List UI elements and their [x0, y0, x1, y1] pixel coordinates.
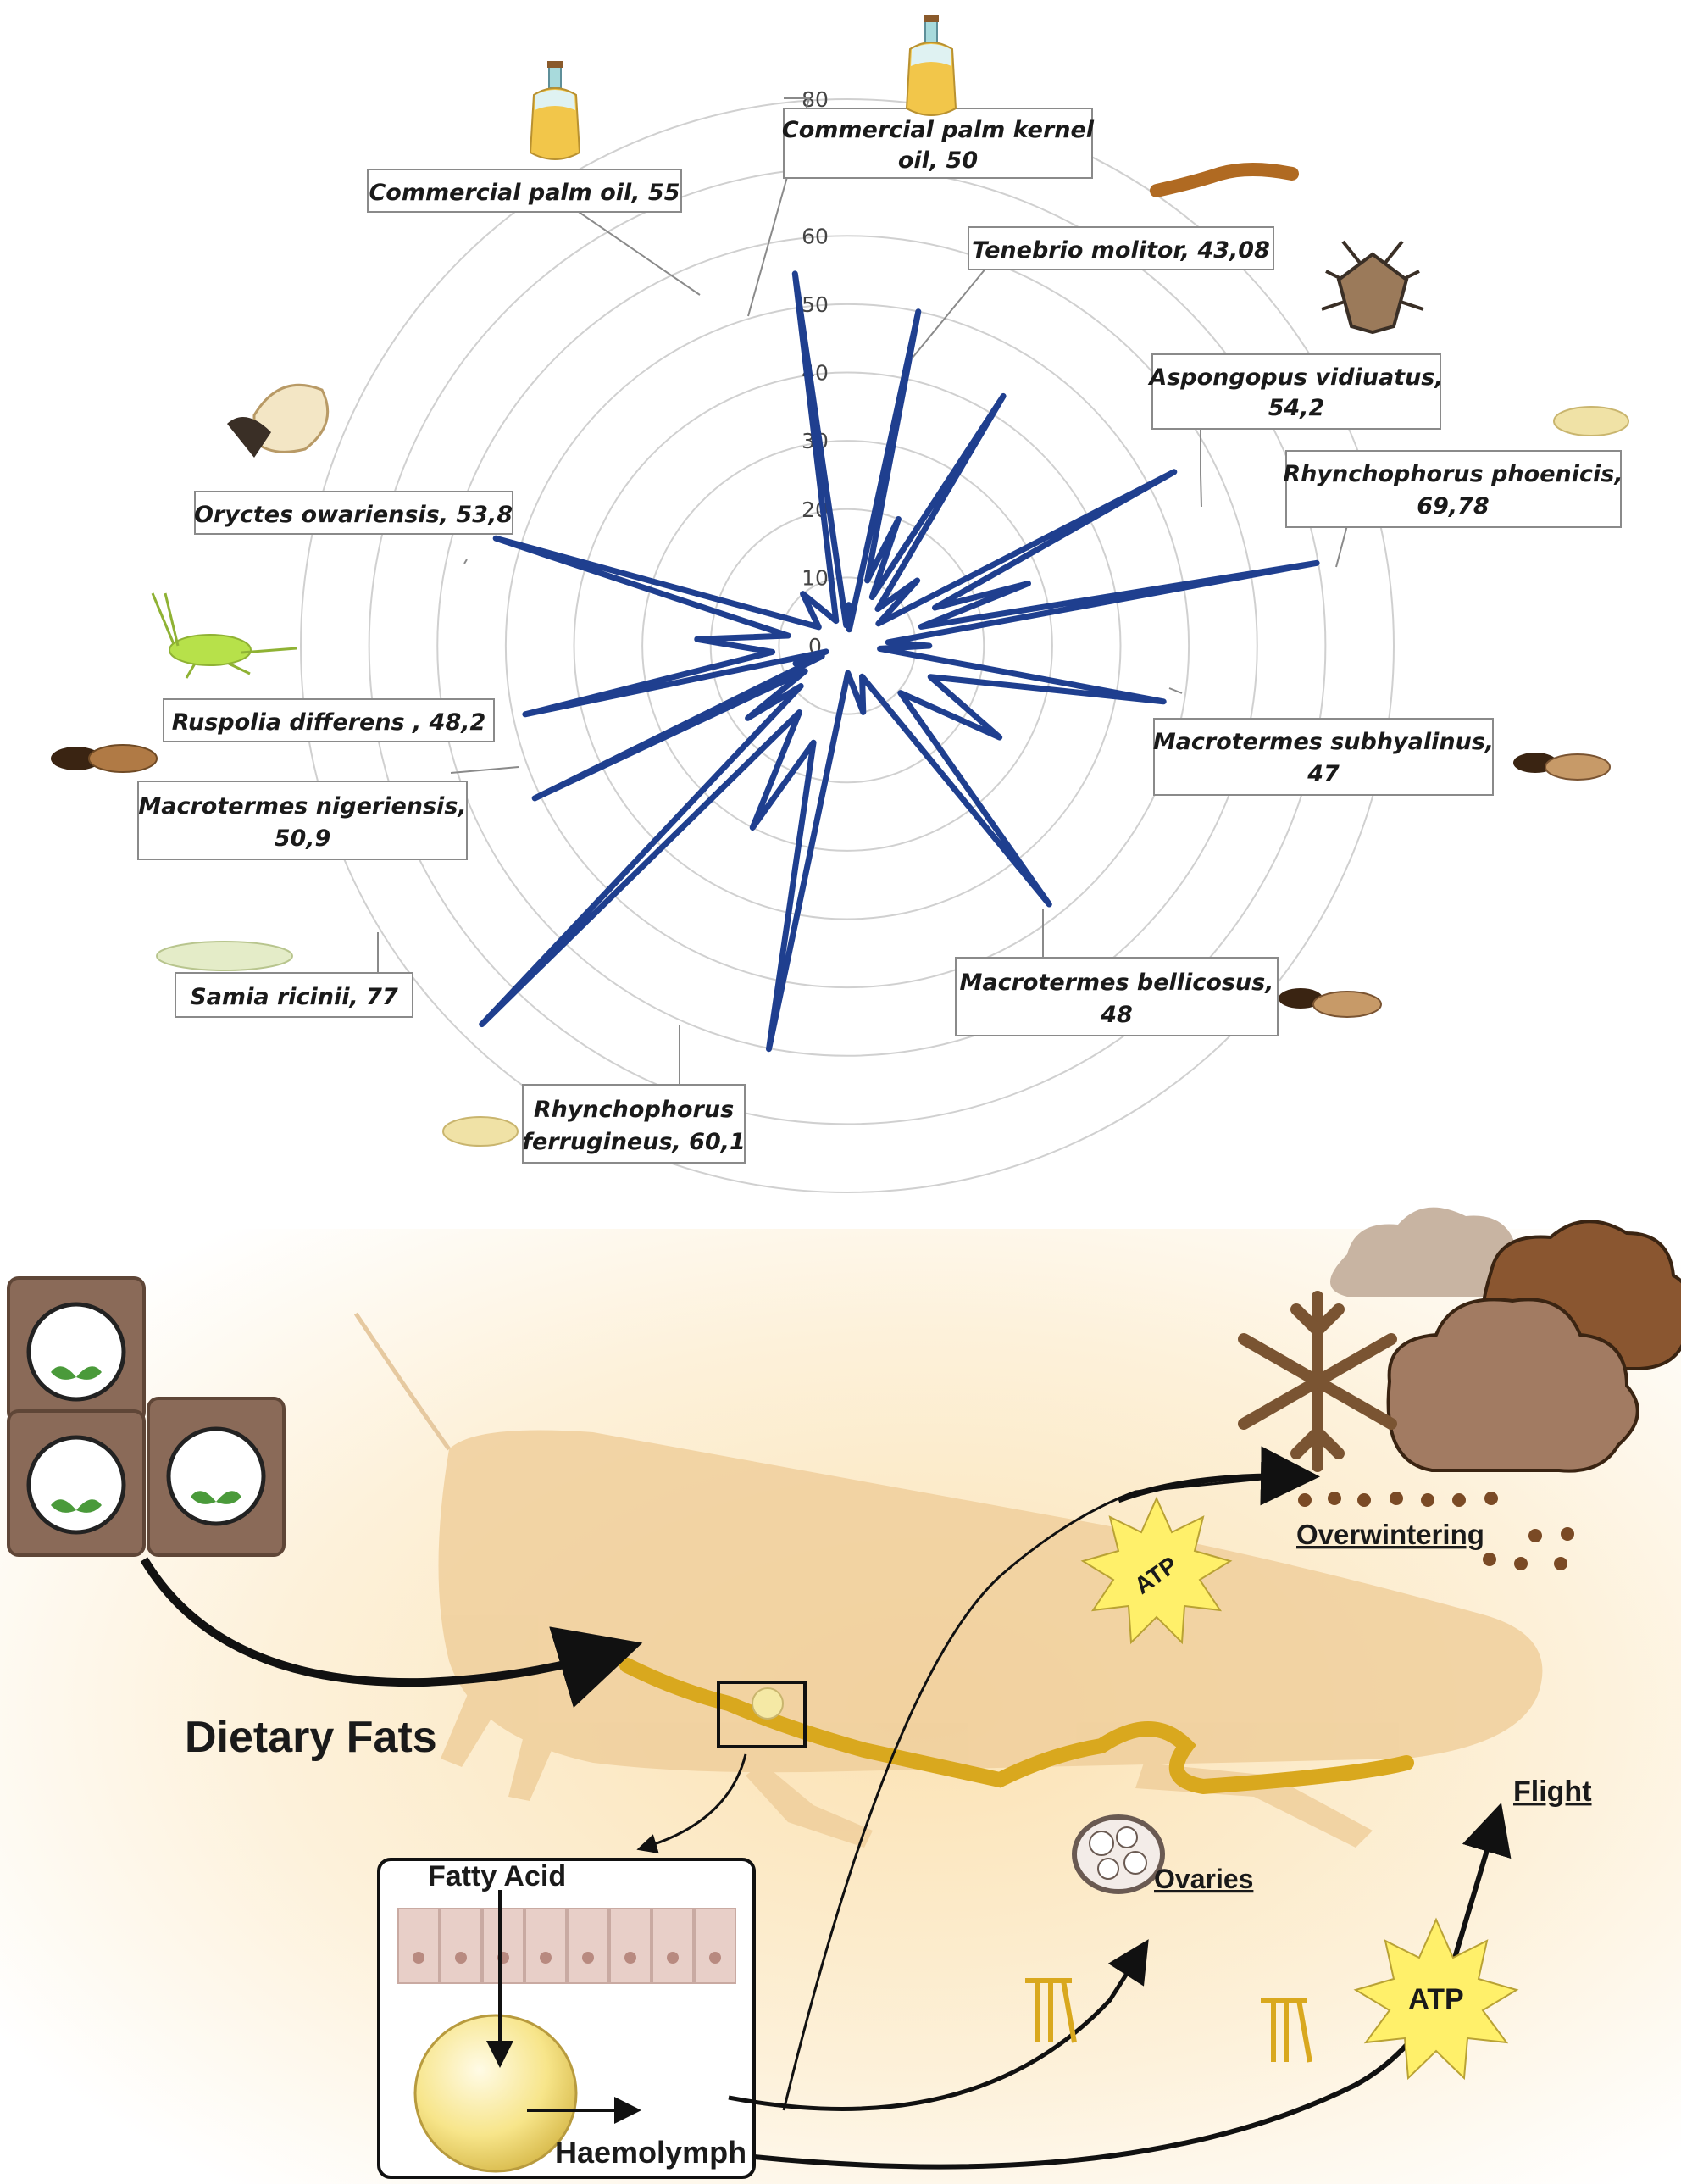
label-aspongopus-line2: 54,2	[1268, 395, 1325, 421]
lipid-molecule-icon	[1261, 1998, 1312, 2063]
cricket-icon	[151, 592, 297, 679]
label-palm-kernel-line2: oil, 50	[898, 147, 978, 174]
grid-ring-40	[573, 371, 1122, 920]
axis-tick-label: 60	[802, 224, 829, 248]
stink-bug-icon	[1321, 240, 1424, 335]
larva-icon	[1553, 406, 1629, 436]
label-aspongopus: Aspongopus vidiuatus, 54,2	[1147, 353, 1444, 430]
leader-phoenicis	[1335, 525, 1348, 568]
label-ruspolia: Ruspolia differens , 48,2	[163, 698, 495, 742]
haemolymph-label: Haemolymph	[555, 2135, 746, 2170]
grid-ring-30	[641, 440, 1053, 852]
gut-tract	[619, 1658, 1414, 1795]
leader-nigeriensis	[450, 766, 519, 774]
grid-ring-60	[436, 235, 1258, 1057]
zoom-arrow	[636, 1753, 747, 1854]
fatty-acid-label: Fatty Acid	[428, 1860, 566, 1892]
termite-icon	[1279, 988, 1382, 1018]
grasshopper-antenna	[353, 1312, 452, 1451]
ovaries-label: Ovaries	[1154, 1864, 1253, 1894]
label-aspongopus-line1: Aspongopus vidiuatus,	[1147, 364, 1443, 391]
snowflake-icon	[1238, 1291, 1397, 1472]
label-nigeriensis-line2: 50,9	[275, 825, 331, 852]
label-ferrugineus-line1: Rhynchophorus	[534, 1097, 734, 1123]
label-nigeriensis-line1: Macrotermes nigeriensis,	[138, 793, 466, 820]
fat-cell-icon	[752, 1687, 784, 1720]
mealworm-icon	[1150, 163, 1299, 197]
radar-chart: 01020304050607080	[300, 87, 1395, 1193]
oil-bottle-icon	[529, 61, 581, 160]
label-phoenicis-line1: Rhynchophorus phoenicis,	[1283, 461, 1623, 487]
leader-palm-kernel	[747, 97, 811, 317]
label-phoenicis-line2: 69,78	[1417, 493, 1489, 520]
label-subhyalinus: Macrotermes subhyalinus, 47	[1153, 718, 1494, 796]
lipid-droplet-icon	[413, 2014, 578, 2173]
fatty-acid-inset: Fatty Acid Haemolymph	[377, 1858, 756, 2179]
arrow-to-overwintering-thin	[782, 1473, 1306, 2111]
larva-icon	[442, 1116, 519, 1147]
gut-detail-box	[717, 1681, 807, 1748]
overwintering-label: Overwintering	[1296, 1519, 1484, 1550]
label-samia-text: Samia ricinii, 77	[190, 984, 398, 1010]
cloud-icon	[1330, 1207, 1681, 1473]
termite-icon	[1513, 753, 1611, 781]
leader-lines	[377, 97, 1348, 1085]
label-subhyalinus-line1: Macrotermes subhyalinus,	[1153, 729, 1494, 755]
label-oryctes: Oryctes owariensis, 53,8	[194, 491, 513, 535]
label-subhyalinus-line2: 47	[1307, 761, 1340, 787]
label-samia: Samia ricinii, 77	[175, 972, 413, 1018]
label-bellicosus: Macrotermes bellicosus, 48	[955, 957, 1279, 1036]
label-oryctes-text: Oryctes owariensis, 53,8	[194, 502, 513, 528]
arrow-to-ovaries	[728, 1939, 1149, 2111]
dietary-fats-arrow	[140, 1557, 643, 1709]
lipid-metabolism-diagram: Dietary Fats Fatty Acid Haemolymph	[0, 1207, 1681, 2184]
grub-icon	[227, 383, 330, 458]
arrow-to-overwintering	[1117, 1446, 1320, 1506]
atp-label-bottom: ATP	[1408, 1983, 1463, 2015]
ovaries-icon	[1072, 1814, 1165, 1894]
leader-oryctes	[463, 559, 468, 564]
rain-drops-icon	[1298, 1492, 1574, 1570]
termite-icon	[51, 744, 158, 773]
label-ruspolia-text: Ruspolia differens , 48,2	[172, 709, 486, 736]
grid-ring-20	[709, 508, 985, 784]
label-tenebrio-text: Tenebrio molitor, 43,08	[972, 237, 1270, 264]
atp-burst-icon-top: ATP	[1080, 1496, 1233, 1645]
pictograms	[51, 15, 1629, 1147]
radar-labels: Commercial palm oil, 55 Commercial palm …	[137, 108, 1623, 1164]
oil-bottle-icon	[905, 15, 957, 116]
flight-label: Flight	[1513, 1776, 1592, 1808]
label-bellicosus-line2: 48	[1100, 1002, 1133, 1028]
label-nigeriensis: Macrotermes nigeriensis, 50,9	[137, 781, 468, 860]
label-bellicosus-line1: Macrotermes bellicosus,	[960, 970, 1274, 996]
leader-palm-oil	[575, 209, 701, 296]
axis-tick-label: 50	[802, 292, 829, 317]
label-palm-kernel: Commercial palm kernel oil, 50	[782, 108, 1095, 179]
label-palm-oil: Commercial palm oil, 55	[367, 169, 682, 213]
fat-content-series-line	[479, 270, 1320, 1053]
axis-tick-label: 10	[802, 565, 829, 590]
lipid-molecule-icon	[1025, 1978, 1077, 2043]
label-palm-oil-text: Commercial palm oil, 55	[369, 180, 680, 206]
leader-tenebrio	[912, 258, 995, 358]
label-tenebrio: Tenebrio molitor, 43,08	[968, 226, 1274, 270]
leader-subhyalinus	[1168, 687, 1183, 694]
atp-burst-icon-bottom: ATP	[1353, 1917, 1519, 2081]
label-ferrugineus-line2: ferrugineus, 60,1	[522, 1129, 746, 1155]
feed-bags-icon	[7, 1276, 286, 1557]
grid-ring-80	[300, 98, 1395, 1193]
label-palm-kernel-line1: Commercial palm kernel	[782, 117, 1095, 143]
grid-ring-50	[504, 303, 1190, 989]
label-phoenicis: Rhynchophorus phoenicis, 69,78	[1283, 450, 1623, 528]
dietary-fats-label: Dietary Fats	[185, 1713, 437, 1762]
label-ferrugineus: Rhynchophorus ferrugineus, 60,1	[522, 1084, 746, 1164]
silkworm-icon	[156, 941, 293, 971]
